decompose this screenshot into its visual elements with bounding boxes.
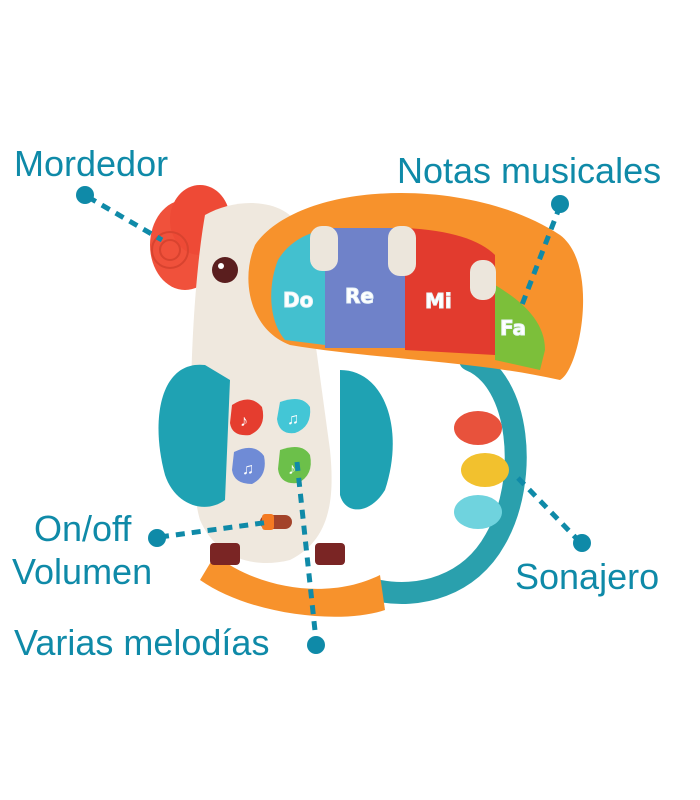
label-onoff: On/off: [34, 508, 132, 549]
foot-left: [210, 543, 240, 565]
bead-red: [454, 411, 502, 445]
callout-dot-melodias: [307, 636, 325, 654]
eye-icon: [212, 257, 238, 283]
wing-right: [340, 370, 393, 510]
wing-left: [158, 364, 230, 507]
label-mordedor: Mordedor: [14, 143, 169, 184]
callout-dot-notas: [551, 195, 569, 213]
callout-dot-sonajero: [573, 534, 591, 552]
label-varias-melodias: Varias melodías: [14, 622, 270, 663]
melody-button-blue[interactable]: [232, 447, 265, 484]
music-note-icon: ♫: [242, 461, 254, 478]
bead-yellow: [461, 453, 509, 487]
piano-key-fa[interactable]: [495, 285, 545, 370]
piano-key-mi[interactable]: [405, 228, 495, 355]
key-label-do: Do: [283, 288, 313, 312]
callout-dot-onoff: [148, 529, 166, 547]
melody-button-cyan[interactable]: [277, 398, 311, 434]
tail: [200, 555, 385, 617]
music-note-icon: ♫: [287, 411, 299, 428]
key-label-re: Re: [345, 284, 374, 308]
melody-button-green[interactable]: [278, 446, 311, 484]
music-note-icon: ♪: [240, 413, 248, 430]
music-note-icon: ♪: [288, 461, 296, 478]
label-sonajero: Sonajero: [515, 556, 660, 597]
rattle-ring: [364, 349, 527, 604]
melody-button-red[interactable]: [230, 399, 264, 436]
callout-dot-mordedor: [76, 186, 94, 204]
bead-cyan: [454, 495, 502, 529]
foot-right: [315, 543, 345, 565]
label-notas-musicales: Notas musicales: [397, 150, 662, 191]
key-label-mi: Mi: [425, 289, 452, 313]
key-label-fa: Fa: [500, 316, 526, 340]
label-volumen: Volumen: [12, 551, 153, 592]
